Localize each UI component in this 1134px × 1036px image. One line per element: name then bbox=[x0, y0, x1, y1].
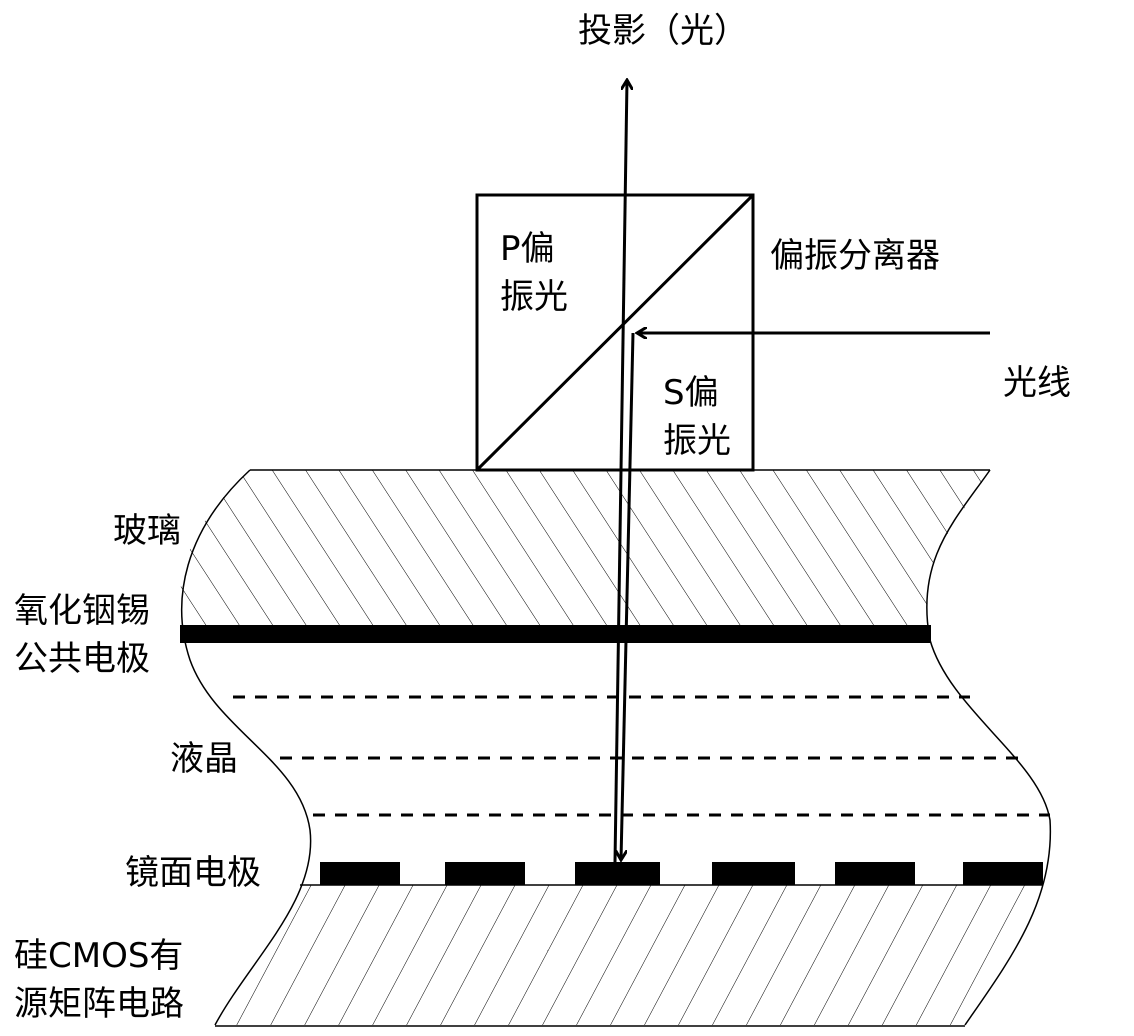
ito-label-1: 氧化铟锡 bbox=[14, 591, 150, 631]
mirror-electrode-6 bbox=[963, 862, 1043, 885]
mirror-electrode-label: 镜面电极 bbox=[125, 853, 261, 893]
splitter-diagonal bbox=[475, 193, 755, 472]
mirror-electrode-2 bbox=[445, 862, 525, 885]
projection-up-ray bbox=[613, 80, 627, 863]
s-polarized-label-1: S偏 bbox=[663, 373, 719, 413]
glass-layer bbox=[179, 470, 990, 625]
p-polarized-label-1: P偏 bbox=[500, 229, 555, 269]
liquid-crystal-label: 液晶 bbox=[170, 739, 238, 779]
s-polarized-label-2: 振光 bbox=[663, 421, 731, 461]
light-label: 光线 bbox=[1003, 363, 1071, 403]
cmos-layer bbox=[215, 885, 1043, 1025]
mirror-electrode-3 bbox=[575, 862, 660, 885]
s-polarized-down-ray bbox=[621, 332, 635, 860]
right-edge bbox=[926, 469, 1052, 1026]
glass-label: 玻璃 bbox=[113, 511, 181, 551]
mirror-electrode-1 bbox=[320, 862, 400, 885]
p-polarized-label-2: 振光 bbox=[500, 277, 568, 317]
splitter-label: 偏振分离器 bbox=[770, 236, 940, 276]
mirror-electrode-4 bbox=[712, 862, 795, 885]
cmos-label-1: 硅CMOS有 bbox=[14, 936, 184, 976]
projection-label: 投影（光） bbox=[578, 11, 748, 51]
ito-label-2: 公共电极 bbox=[14, 639, 150, 679]
mirror-electrodes bbox=[320, 862, 1043, 885]
mirror-electrode-5 bbox=[835, 862, 915, 885]
cmos-label-2: 源矩阵电路 bbox=[14, 984, 184, 1024]
ito-common-electrode bbox=[180, 625, 931, 643]
